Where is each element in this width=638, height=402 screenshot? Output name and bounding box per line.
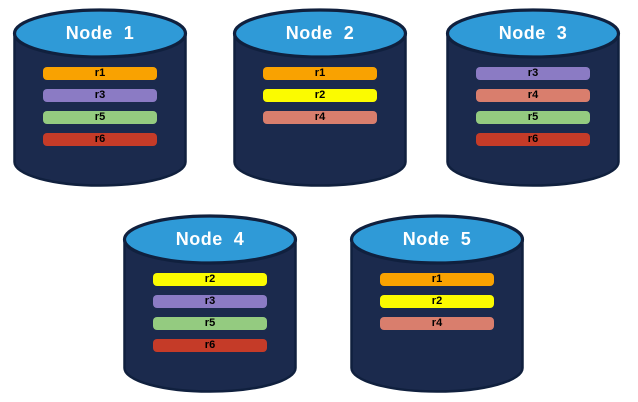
replica-list: r3 r4 r5 r6 bbox=[476, 67, 590, 155]
node-title: Node 4 bbox=[175, 229, 245, 249]
replica-bar-r6: r6 bbox=[153, 339, 267, 352]
replica-bar-r3: r3 bbox=[153, 295, 267, 308]
replica-bar-r3: r3 bbox=[43, 89, 157, 102]
replica-bar-r3: r3 bbox=[476, 67, 590, 80]
replica-bar-r2: r2 bbox=[380, 295, 494, 308]
replica-bar-r5: r5 bbox=[476, 111, 590, 124]
database-node-1: Node 1 r1 r3 r5 r6 bbox=[12, 8, 188, 188]
replica-bar-r6: r6 bbox=[476, 133, 590, 146]
replica-bar-r4: r4 bbox=[380, 317, 494, 330]
replica-list: r1 r2 r4 bbox=[263, 67, 377, 133]
replica-bar-r1: r1 bbox=[263, 67, 377, 80]
replica-bar-r4: r4 bbox=[476, 89, 590, 102]
replica-bar-r2: r2 bbox=[153, 273, 267, 286]
replica-list: r1 r3 r5 r6 bbox=[43, 67, 157, 155]
replica-list: r1 r2 r4 bbox=[380, 273, 494, 339]
replica-bar-r4: r4 bbox=[263, 111, 377, 124]
replica-bar-r5: r5 bbox=[43, 111, 157, 124]
replica-list: r2 r3 r5 r6 bbox=[153, 273, 267, 361]
replica-bar-r1: r1 bbox=[43, 67, 157, 80]
database-node-5: Node 5 r1 r2 r4 bbox=[349, 214, 525, 394]
node-title: Node 3 bbox=[498, 23, 568, 43]
node-title: Node 5 bbox=[402, 229, 472, 249]
replica-bar-r6: r6 bbox=[43, 133, 157, 146]
replica-bar-r5: r5 bbox=[153, 317, 267, 330]
database-node-3: Node 3 r3 r4 r5 r6 bbox=[445, 8, 621, 188]
database-node-2: Node 2 r1 r2 r4 bbox=[232, 8, 408, 188]
database-node-4: Node 4 r2 r3 r5 r6 bbox=[122, 214, 298, 394]
replica-bar-r1: r1 bbox=[380, 273, 494, 286]
node-title: Node 1 bbox=[65, 23, 135, 43]
replica-bar-r2: r2 bbox=[263, 89, 377, 102]
node-title: Node 2 bbox=[285, 23, 355, 43]
